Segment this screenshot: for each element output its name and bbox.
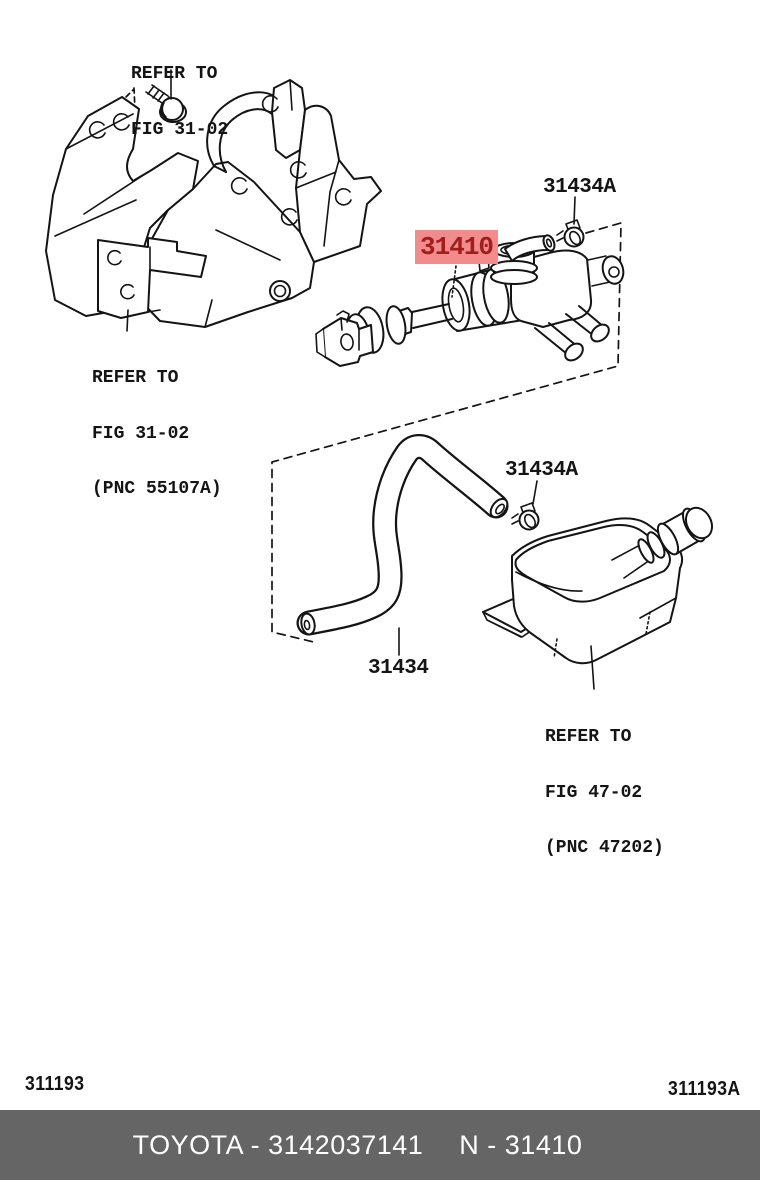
- bracket-drawing: [45, 79, 382, 328]
- master-cylinder-drawing: [315, 234, 625, 367]
- refer-note-line: FIG 31-02: [92, 423, 190, 444]
- footer-bar: TOYOTA - 3142037141 N - 31410: [0, 1110, 760, 1180]
- refer-note-fig31-02-pnc55107a: REFER TO FIG 31-02 (PNC 55107A): [92, 332, 222, 536]
- footer-part-number: N - 31410: [459, 1129, 583, 1160]
- part-label-31434[interactable]: 31434: [368, 657, 429, 680]
- part-label-31434a-mid[interactable]: 31434A: [505, 459, 578, 482]
- clamp-mid-drawing: [511, 502, 540, 531]
- footer-part-code: TOYOTA - 3142037141: [132, 1129, 424, 1160]
- clamp-top-drawing: [556, 219, 585, 248]
- leader-lines: [126, 69, 595, 690]
- refer-note-line: REFER TO: [92, 368, 179, 388]
- refer-note-line: (PNC 47202): [545, 838, 664, 858]
- hose-drawing: [296, 434, 509, 636]
- drawing-code-right: 311193A: [668, 1078, 741, 1100]
- part-label-31410[interactable]: 31410: [415, 230, 498, 264]
- refer-note-line: (PNC 55107A): [92, 479, 222, 499]
- refer-note-line: FIG 31-02: [131, 119, 229, 140]
- refer-note-line: REFER TO: [131, 64, 218, 84]
- reservoir-drawing: [482, 506, 713, 665]
- refer-note-line: REFER TO: [545, 727, 632, 747]
- refer-note-fig31-02-top: REFER TO FIG 31-02: [131, 28, 228, 176]
- refer-note-fig47-02-pnc47202: REFER TO FIG 47-02 (PNC 47202): [545, 691, 664, 895]
- refer-note-line: FIG 47-02: [545, 782, 643, 803]
- part-label-31434a-top[interactable]: 31434A: [543, 176, 616, 199]
- bolt-drawing: [145, 84, 187, 123]
- drawing-code-left: 311193: [25, 1073, 85, 1095]
